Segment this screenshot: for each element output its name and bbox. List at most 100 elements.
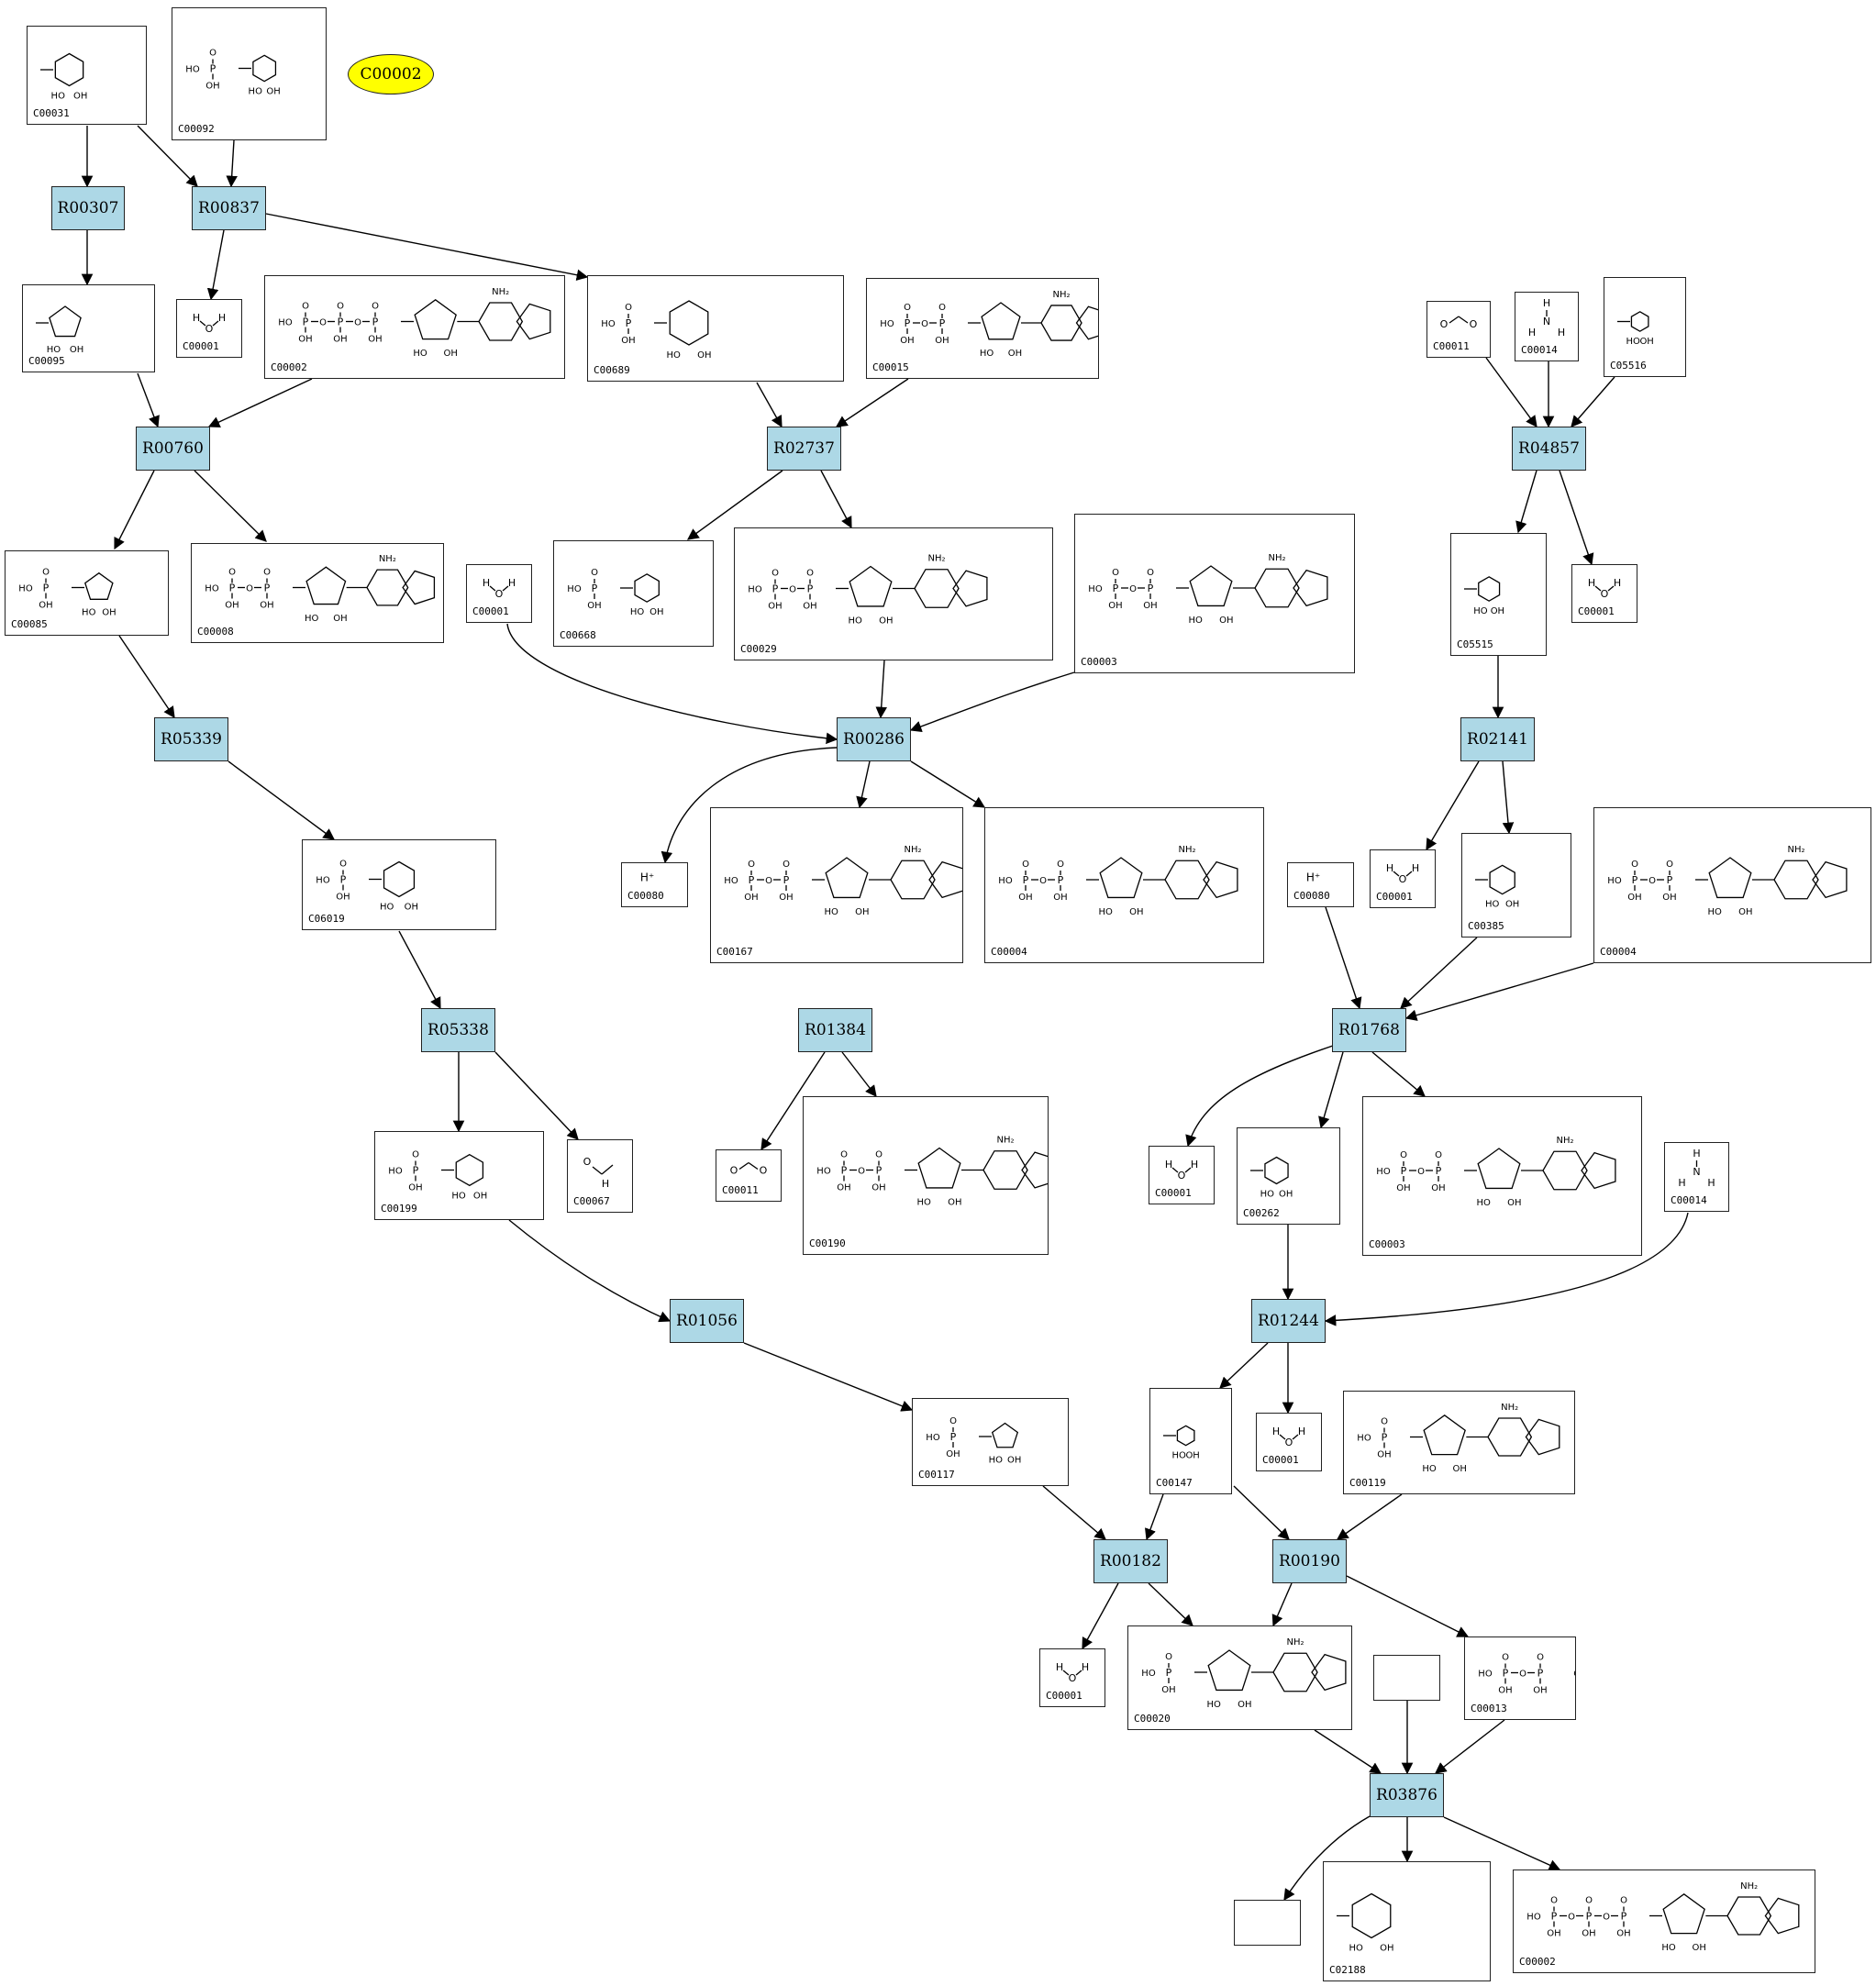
compound-id-label: C00001 xyxy=(1155,1187,1192,1199)
svg-text:OH: OH xyxy=(1573,1670,1575,1680)
svg-text:HO: HO xyxy=(413,349,427,359)
svg-text:NH₂: NH₂ xyxy=(1286,1637,1304,1648)
svg-text:OH: OH xyxy=(1008,349,1022,359)
svg-text:NH₂: NH₂ xyxy=(1052,290,1070,300)
reaction-node-R00837[interactable]: R00837 xyxy=(192,186,266,230)
reaction-node-R01384[interactable]: R01384 xyxy=(798,1008,872,1052)
svg-text:O: O xyxy=(263,568,271,578)
reaction-node-R00182[interactable]: R00182 xyxy=(1093,1539,1168,1583)
reaction-node-R03876[interactable]: R03876 xyxy=(1370,1773,1444,1817)
reaction-node-R01768[interactable]: R01768 xyxy=(1332,1008,1406,1052)
svg-text:NH₂: NH₂ xyxy=(996,1136,1014,1146)
blank-compound-node[interactable] xyxy=(1373,1655,1440,1701)
svg-text:P: P xyxy=(1667,874,1673,886)
reaction-node-R01244[interactable]: R01244 xyxy=(1251,1299,1326,1343)
compound-id-label: C00029 xyxy=(740,643,777,655)
svg-text:O: O xyxy=(1165,1652,1172,1662)
compound-id-label: C00001 xyxy=(1376,891,1413,903)
structure-drawing: HOH xyxy=(1272,1426,1305,1448)
svg-text:P: P xyxy=(338,316,344,328)
svg-text:P: P xyxy=(210,63,216,75)
svg-text:HO: HO xyxy=(1477,1198,1492,1208)
blank-compound-node[interactable] xyxy=(1234,1900,1301,1946)
compound-id-label: C00011 xyxy=(722,1184,759,1196)
svg-text:OH: OH xyxy=(946,1449,960,1459)
reaction-node-R01056[interactable]: R01056 xyxy=(670,1299,744,1343)
svg-text:HO: HO xyxy=(1526,1913,1541,1923)
reaction-node-R00286[interactable]: R00286 xyxy=(837,717,911,761)
svg-text:HO: HO xyxy=(816,1167,831,1177)
svg-text:O: O xyxy=(875,1150,882,1160)
svg-text:OH: OH xyxy=(1053,893,1067,903)
reaction-node-R05339[interactable]: R05339 xyxy=(154,717,228,761)
svg-text:HO: HO xyxy=(567,584,582,594)
structure-drawing: HOH xyxy=(193,312,226,335)
svg-text:O: O xyxy=(938,303,946,313)
reaction-edge xyxy=(835,378,909,427)
svg-text:HO: HO xyxy=(1376,1167,1391,1177)
svg-text:HO: HO xyxy=(825,907,839,917)
svg-text:H: H xyxy=(1543,297,1550,309)
reaction-node-R05338[interactable]: R05338 xyxy=(421,1008,495,1052)
reaction-node-R00190[interactable]: R00190 xyxy=(1272,1539,1347,1583)
reaction-edge xyxy=(1233,1485,1290,1540)
reaction-edge xyxy=(1219,1342,1269,1389)
reaction-node-R00760[interactable]: R00760 xyxy=(136,427,210,471)
reaction-node-R00307[interactable]: R00307 xyxy=(51,186,125,230)
reaction-edge xyxy=(1336,1493,1403,1540)
compound-node-n41[interactable]: C00013HOPOOHOPOOHOH xyxy=(1464,1637,1576,1720)
svg-text:O: O xyxy=(339,860,347,870)
reaction-node-R04857[interactable]: R04857 xyxy=(1512,427,1586,471)
query-compound-node[interactable]: C00002 xyxy=(348,54,434,94)
reaction-node-R02141[interactable]: R02141 xyxy=(1460,717,1535,761)
reaction-node-R02737[interactable]: R02737 xyxy=(767,427,841,471)
svg-text:O: O xyxy=(1666,860,1673,870)
svg-text:OH: OH xyxy=(266,87,280,97)
